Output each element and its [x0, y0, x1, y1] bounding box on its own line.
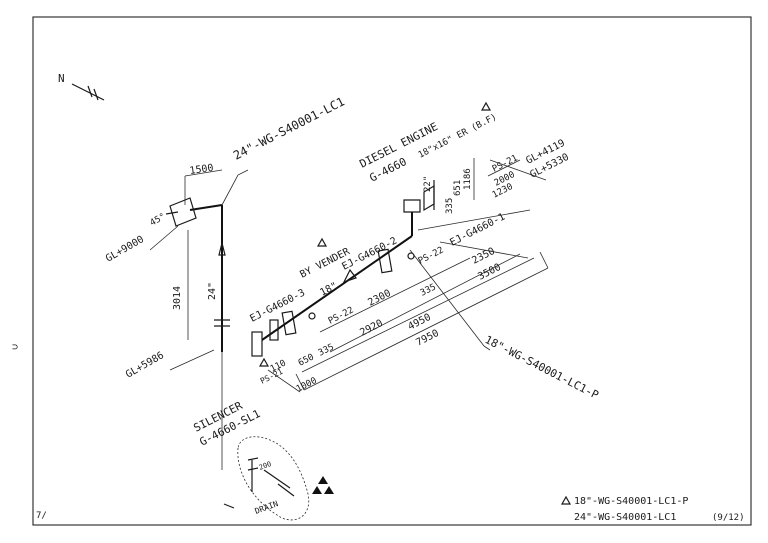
legend-line-2: 24"-WG-S40001-LC1 [574, 512, 676, 523]
pipe-24-vertical [149, 169, 249, 470]
size-24-label: 24" [207, 282, 218, 300]
drawing-frame [32, 16, 752, 526]
revision-marks [258, 101, 572, 505]
size-18-label: 18" [318, 281, 339, 299]
north-arrow: N [58, 72, 105, 101]
north-label: N [58, 72, 65, 85]
size-22-label: 22" [423, 176, 433, 192]
angle-45-label: 45° [149, 212, 168, 229]
company-mark [312, 476, 334, 494]
dimension-2920: 2920 [358, 318, 384, 339]
side-mark: ⊃ [12, 342, 18, 353]
dimension-2300: 2300 [366, 288, 392, 309]
dimension-1186: 1186 [463, 168, 473, 190]
legend-line-1: 18"-WG-S40001-LC1-P [574, 496, 688, 507]
sheet-number: (9/12) [712, 513, 745, 523]
dimension-3014: 3014 [172, 286, 183, 310]
dimension-335-mid: 335 [419, 282, 438, 298]
pipe-18-label: 18"-WG-S40001-LC1-P [483, 333, 601, 402]
main-run [251, 180, 491, 357]
ps-21-label: PS-21 [491, 153, 520, 174]
dimension-7950: 7950 [414, 328, 440, 349]
dimension-335-lower: 335 [317, 342, 336, 358]
dimension-lines [267, 158, 549, 393]
dimension-1500: 1500 [189, 163, 214, 177]
gl-9000-label: GL+9000 [104, 234, 146, 265]
drain-label: DRAIN [254, 499, 280, 516]
dimension-335-upper: 335 [445, 198, 455, 214]
ej-3-label: EJ-G4660-3 [248, 288, 307, 325]
corner-mark: 7/ [36, 511, 47, 521]
drain-dimension-200: 200 [258, 460, 273, 472]
dimension-4950: 4950 [406, 312, 432, 333]
gl-5986-label: GL+5986 [124, 350, 166, 381]
ps-22b-label: PS-22 [327, 305, 356, 326]
ps-22-label: PS-22 [417, 245, 446, 266]
ej-1-label: EJ-G4660-1 [448, 212, 507, 249]
dimension-651: 651 [453, 180, 463, 196]
drain-detail [223, 436, 310, 521]
pipe-24-label: 24"-WG-S40001-LC1 [231, 94, 347, 162]
